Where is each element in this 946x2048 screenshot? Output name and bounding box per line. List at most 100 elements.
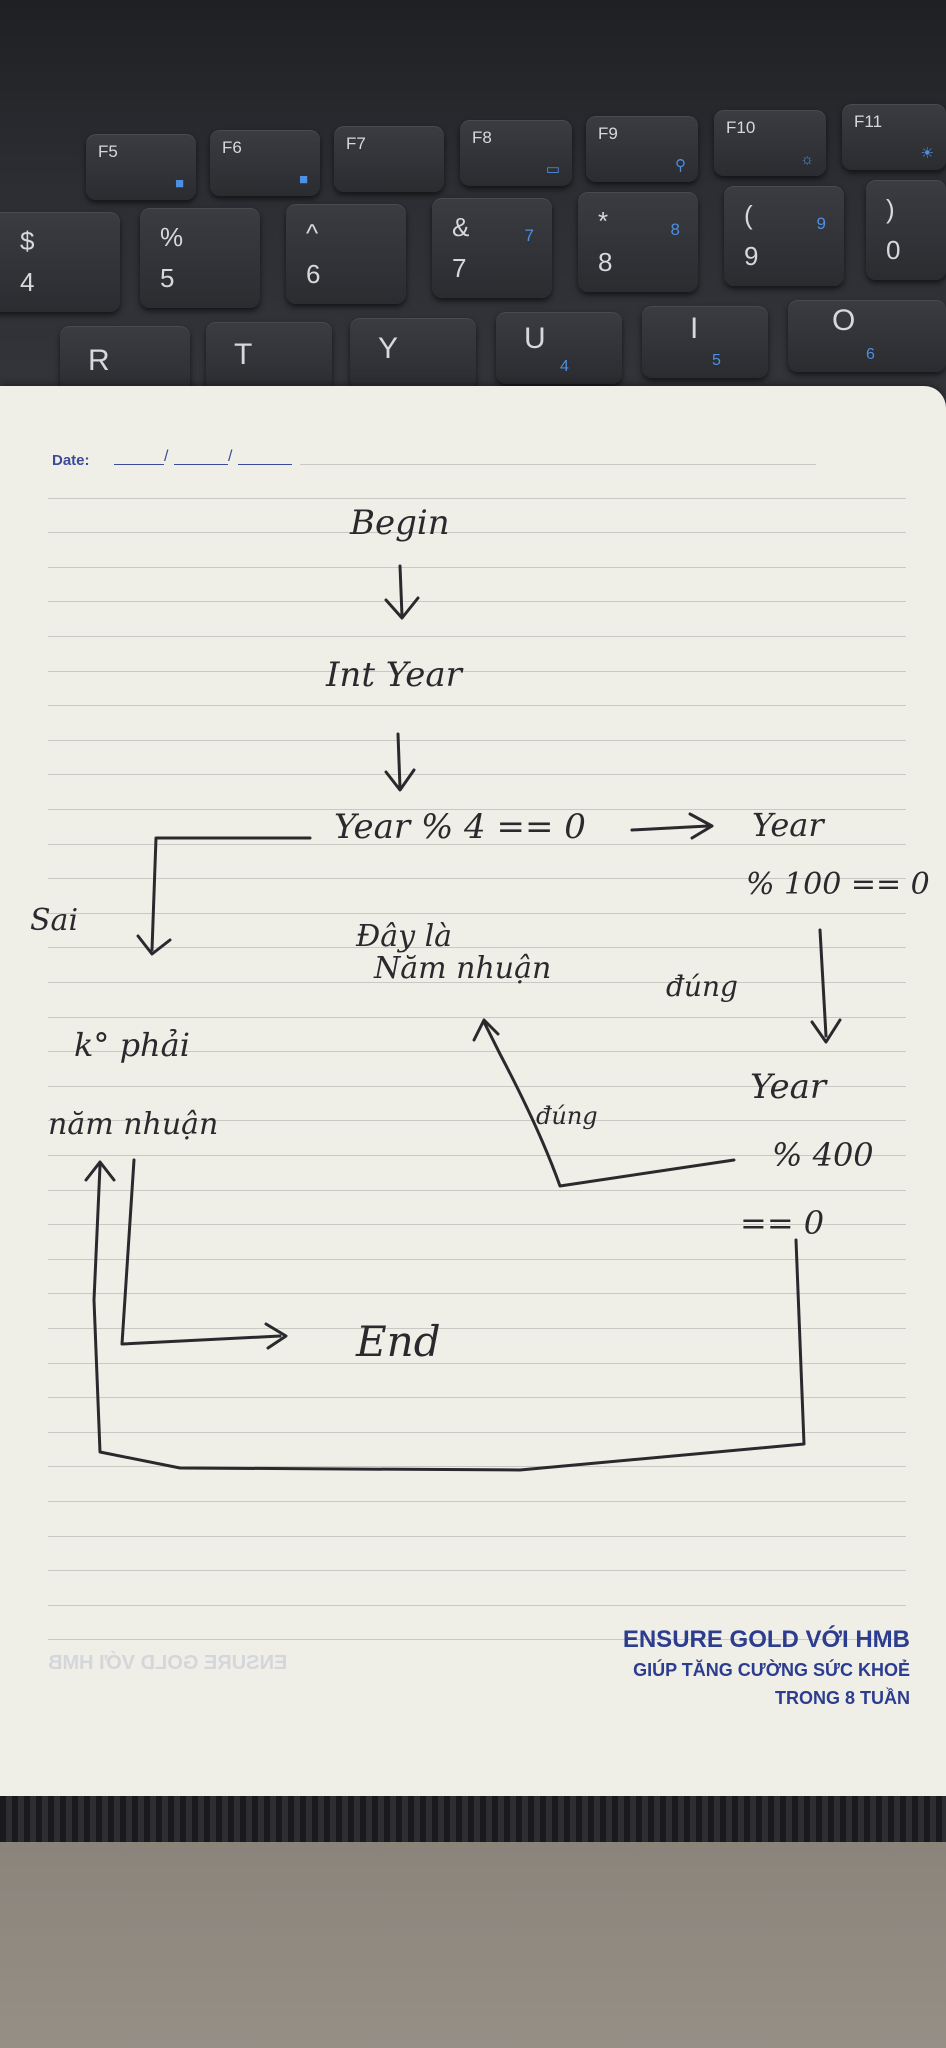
- ruled-line: [48, 705, 906, 706]
- key-0[interactable]: ) 0: [866, 180, 946, 280]
- key-f8[interactable]: F8 ▭: [460, 120, 572, 186]
- ruled-line: [48, 1501, 906, 1502]
- key-i[interactable]: I 5: [642, 306, 768, 378]
- key-letter: Y: [378, 332, 399, 365]
- desk-surface: [0, 1842, 946, 2048]
- ruled-line: [48, 1536, 906, 1537]
- key-letter: I: [690, 312, 699, 345]
- ruled-line: [48, 532, 906, 533]
- end-node: End: [355, 1317, 441, 1366]
- key-letter: T: [234, 338, 253, 371]
- notebook-cover-edge: [0, 1796, 946, 1842]
- arrow-cond2-to-cond3: [810, 928, 842, 1044]
- key-letter: R: [88, 344, 110, 377]
- key-7[interactable]: & 7 7: [432, 198, 552, 298]
- ruled-line: [48, 1259, 906, 1260]
- ruled-line: [48, 1224, 906, 1225]
- key-o[interactable]: O 6: [788, 300, 946, 372]
- init-node: Int Year: [325, 655, 464, 695]
- ruled-line: [48, 913, 906, 914]
- date-line: [114, 464, 164, 465]
- result-yes-line1: Đây là: [355, 919, 452, 954]
- key-symbol: &: [452, 212, 470, 242]
- label-false: Sai: [30, 903, 78, 938]
- arrow-begin-to-init: [384, 564, 420, 620]
- brand-title: ENSURE GOLD VỚI HMB: [622, 1626, 910, 1653]
- ruled-line: [48, 1017, 906, 1018]
- cond3-line2: % 400: [772, 1136, 874, 1174]
- lock-icon: ■: [174, 175, 184, 192]
- ruled-line: [48, 1605, 906, 1606]
- key-t[interactable]: T: [206, 322, 332, 394]
- ruled-line: [48, 636, 906, 637]
- key-u[interactable]: U 4: [496, 312, 622, 384]
- key-numpad: 7: [524, 226, 534, 245]
- key-label: F11: [854, 112, 883, 131]
- ruled-line: [48, 1432, 906, 1433]
- key-letter: U: [524, 322, 546, 355]
- ruled-line: [48, 809, 906, 810]
- ruled-line: [48, 1570, 906, 1571]
- brightness-up-icon: ☀: [920, 145, 934, 162]
- ruled-line: [48, 1328, 906, 1329]
- key-8[interactable]: * 8 8: [578, 192, 698, 292]
- key-f10[interactable]: F10 ☼: [714, 110, 826, 176]
- ruled-line: [48, 1397, 906, 1398]
- key-6[interactable]: ^ 6: [286, 204, 406, 304]
- key-f6[interactable]: F6 ■: [210, 130, 320, 196]
- ruled-line: [48, 498, 906, 499]
- label-true-2: đúng: [536, 1102, 598, 1130]
- date-line: [238, 464, 292, 465]
- brightness-down-icon: ☼: [800, 151, 814, 168]
- brand-tagline: GIÚP TĂNG CƯỜNG SỨC KHOẺ: [633, 1660, 910, 1680]
- key-symbol: %: [160, 222, 184, 252]
- date-separator: /: [164, 448, 169, 465]
- ruled-line: [300, 464, 816, 465]
- search-icon: ⚲: [675, 157, 686, 174]
- key-number: 5: [160, 263, 175, 293]
- key-5[interactable]: % 5: [140, 208, 260, 308]
- label-true-1: đúng: [666, 970, 738, 1003]
- ruled-line: [48, 774, 906, 775]
- date-line: [174, 464, 228, 465]
- key-letter: O: [832, 304, 856, 337]
- ruled-line: [48, 740, 906, 741]
- display-icon: ▭: [545, 161, 560, 178]
- result-no-line2: năm nhuận: [48, 1107, 218, 1142]
- key-number: 7: [452, 253, 467, 283]
- ruled-line: [48, 982, 906, 983]
- ruled-line: [48, 878, 906, 879]
- key-9[interactable]: ( 9 9: [724, 186, 844, 286]
- key-f7[interactable]: F7: [334, 126, 444, 192]
- key-number: 4: [20, 267, 35, 297]
- arrow-cond3-loop: [84, 1160, 806, 1472]
- ruled-line: [48, 567, 906, 568]
- key-f11[interactable]: F11 ☀: [842, 104, 946, 170]
- ruled-line: [48, 1120, 906, 1121]
- date-label: Date:: [52, 452, 90, 469]
- key-number: 9: [744, 241, 759, 271]
- key-number: 8: [598, 247, 613, 277]
- key-f9[interactable]: F9 ⚲: [586, 116, 698, 182]
- ruled-line: [48, 844, 906, 845]
- ruled-line: [48, 1051, 906, 1052]
- key-number: 6: [306, 259, 321, 289]
- ruled-line: [48, 1086, 906, 1087]
- key-symbol: ): [886, 194, 895, 224]
- key-symbol: (: [744, 200, 753, 230]
- ruled-line: [48, 1466, 906, 1467]
- key-number: 0: [886, 235, 901, 265]
- flowchart-text: Begin Int Year Year % 4 == 0 Year % 100 …: [30, 503, 930, 1366]
- key-y[interactable]: Y: [350, 318, 476, 390]
- result-yes-line2: Năm nhuận: [373, 951, 551, 986]
- key-f5[interactable]: F5 ■: [86, 134, 196, 200]
- key-numpad: 5: [712, 352, 721, 369]
- key-symbol: ^: [306, 218, 319, 248]
- ruled-line: [48, 601, 906, 602]
- key-numpad: 8: [670, 220, 680, 239]
- key-symbol: *: [598, 206, 609, 236]
- key-4[interactable]: $ 4: [0, 212, 120, 312]
- ruled-line: [48, 1155, 906, 1156]
- cond3-line3: == 0: [740, 1204, 824, 1242]
- ruled-line: [48, 947, 906, 948]
